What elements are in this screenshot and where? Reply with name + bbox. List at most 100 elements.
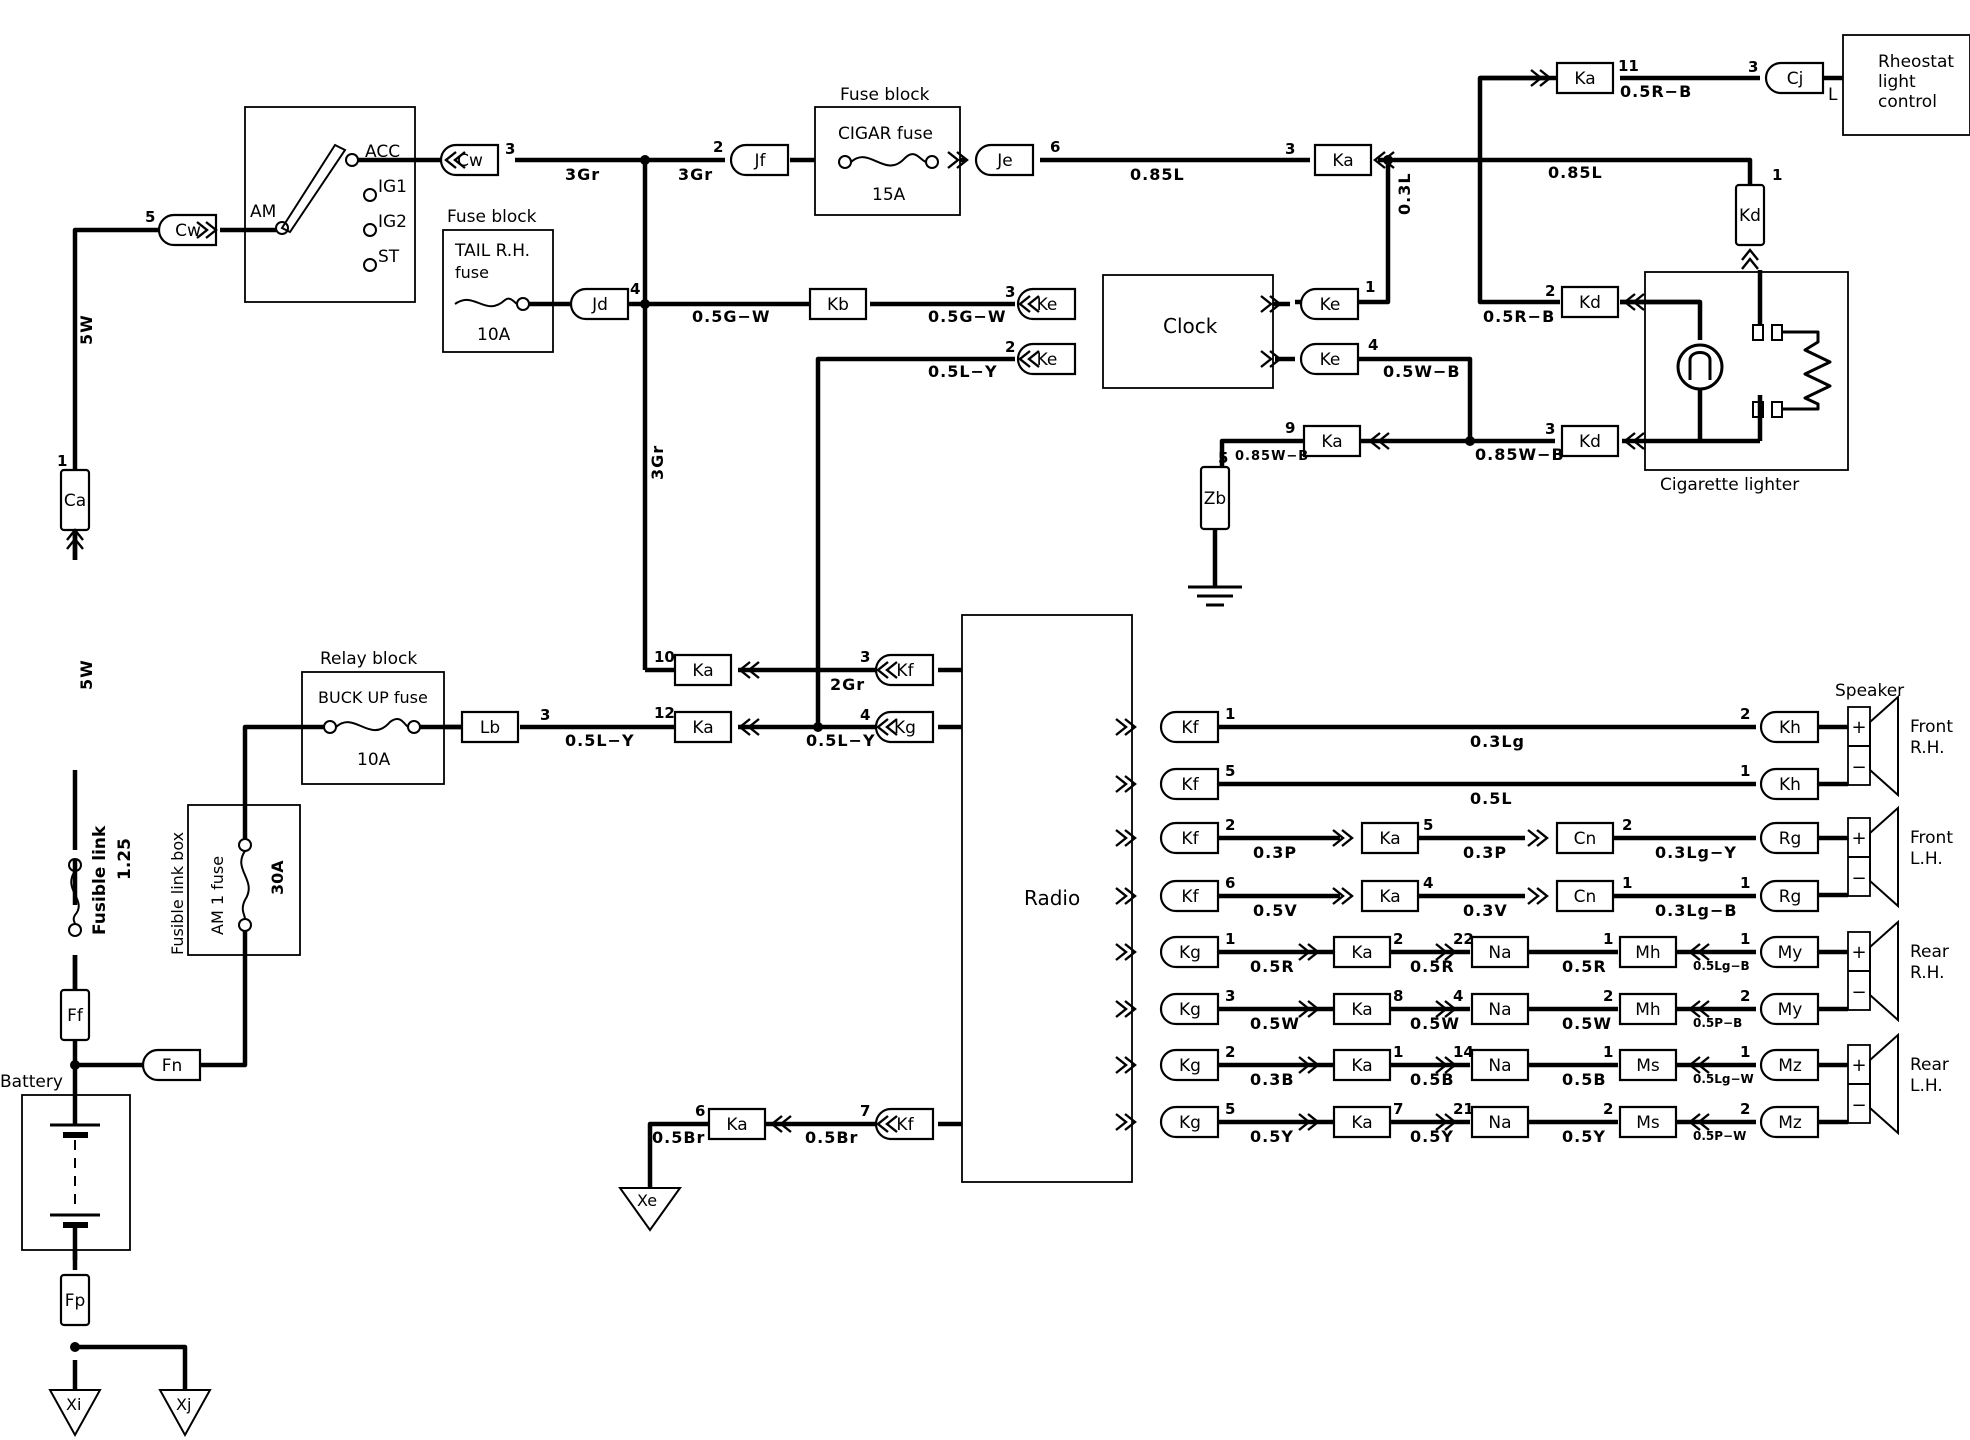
chevron-icon	[1688, 1056, 1710, 1074]
pins-out-5-e: 2	[1603, 987, 1613, 1005]
cigar-fuse-block: Fuse block CIGAR fuse 15A	[814, 85, 961, 216]
wires-w_05ly_3: 0.5L−Y	[806, 731, 876, 750]
wires-w_5w_mid: 5W	[77, 659, 96, 690]
pins-out-3-a: 6	[1225, 874, 1235, 892]
minus-sign: −	[1851, 1095, 1866, 1116]
chevron-icon	[1115, 887, 1137, 905]
chevron-icon	[770, 1115, 792, 1133]
connectors.kf7-label: Kf	[896, 1115, 914, 1135]
pins-out-7-g: 2	[1740, 1100, 1750, 1118]
wires-out-3-b: 0.3V	[1463, 901, 1508, 920]
wires-w_2gr: 2Gr	[830, 675, 865, 694]
connectors.kd2-connector: Kd	[1560, 285, 1620, 319]
pins-out-5-c: 4	[1453, 987, 1463, 1005]
speakers: +−FrontR.H.+−FrontL.H.+−RearR.H.+−RearL.…	[1818, 694, 1953, 1136]
wires-out-4-b: 0.5R	[1410, 957, 1455, 976]
connectors.cj-label: Cj	[1787, 69, 1804, 89]
wires-out-5-c: 0.5W	[1562, 1014, 1612, 1033]
out-7-e-label: Mz	[1778, 1113, 1802, 1133]
pins-p_zb: 5	[1218, 449, 1228, 467]
fp-connector: Fp	[59, 1273, 91, 1327]
chevron-icon	[1435, 1056, 1457, 1074]
chevron-icon	[1332, 887, 1354, 905]
wires-out-4-c: 0.5R	[1562, 957, 1607, 976]
pins-out-6-b: 1	[1393, 1043, 1403, 1061]
connectors.kf3-label: Kf	[896, 661, 914, 681]
chevron-icon	[876, 718, 898, 736]
connectors.je-label: Je	[996, 151, 1012, 171]
cigar-fuse-label: CIGAR fuse	[838, 124, 933, 144]
pins-out-4-g: 1	[1740, 930, 1750, 948]
pins-out-4-e: 1	[1603, 930, 1613, 948]
connectors.ka_zb-connector: Ka	[1302, 424, 1362, 458]
pins-out-2-d: 2	[1622, 816, 1632, 834]
chevron-icon	[1368, 432, 1390, 450]
wires-w_3gr_2: 3Gr	[678, 165, 713, 184]
out-6-b: Ka	[1332, 1048, 1392, 1082]
buckup-fuse-amp: 10A	[357, 750, 391, 770]
chevron-icon	[738, 718, 760, 736]
out-6-a: Kg	[1159, 1048, 1220, 1082]
wires-out-2-c: 0.3Lg−Y	[1655, 843, 1737, 862]
pins-out-0-a: 1	[1225, 705, 1235, 723]
out-4-d-label: Mh	[1635, 943, 1660, 963]
chevron-icon	[1115, 829, 1137, 847]
speaker-side-label: L.H.	[1910, 1076, 1943, 1096]
pins-p_kd3: 3	[1545, 420, 1555, 438]
ca-label: Ca	[64, 491, 86, 511]
connectors.ka_rheo-label: Ka	[1574, 69, 1595, 89]
out-4-b-label: Ka	[1351, 943, 1372, 963]
out-5-e-label: My	[1778, 1000, 1803, 1020]
pins-out-6-a: 2	[1225, 1043, 1235, 1061]
pins-p_kf3: 3	[860, 648, 870, 666]
am1-fuse-label: AM 1 fuse	[208, 856, 227, 935]
wires-w_085wb_2: 0.85W−B	[1475, 445, 1565, 464]
connectors.ka10-connector: Ka	[673, 653, 733, 687]
pins-p_ka6: 6	[695, 1102, 705, 1120]
fuse-block-label-2: Fuse block	[447, 207, 537, 227]
tail-fuse-amp: 10A	[477, 325, 511, 345]
connectors-xi: Xi	[66, 1395, 81, 1414]
wires-out-6-b: 0.5B	[1410, 1070, 1455, 1089]
connectors.kg4-label: Kg	[894, 718, 916, 738]
chevron-icon	[66, 528, 84, 550]
wires-w_085wb_1: 0.85W−B	[1235, 449, 1309, 464]
wires-w_03l: 0.3L	[1395, 172, 1414, 215]
chevron-icon	[1298, 943, 1320, 961]
connectors.ka12-connector: Ka	[673, 710, 733, 744]
out-5-b: Ka	[1332, 992, 1392, 1026]
fusible-link-label: Fusible link	[90, 825, 110, 935]
connectors.ka6-label: Ka	[726, 1115, 747, 1135]
chevron-icon	[738, 661, 760, 679]
out-7-e: Mz	[1759, 1105, 1820, 1139]
connectors.ke4-label: Ke	[1320, 350, 1341, 370]
out-6-a-label: Kg	[1179, 1056, 1201, 1076]
out-4-c-label: Na	[1488, 943, 1511, 963]
pins-p_ka_top: 3	[1285, 140, 1295, 158]
pins-p_ka_rheo: 11	[1618, 57, 1639, 75]
radio: Radio	[961, 614, 1133, 1183]
chevron-icon	[1688, 943, 1710, 961]
wires-out-0-a: 0.3Lg	[1470, 732, 1525, 751]
ff-label: Ff	[67, 1006, 84, 1026]
chevron-icon	[1115, 1113, 1137, 1131]
speaker-side-label: L.H.	[1910, 849, 1943, 869]
out-4-c: Na	[1470, 935, 1530, 969]
chevron-icon	[1435, 1000, 1457, 1018]
pins-p_ca: 1	[57, 452, 67, 470]
chevron-icon	[1527, 829, 1549, 847]
speaker-side-label: R.H.	[1910, 963, 1945, 983]
wires-w_05rb: 0.5R−B	[1620, 82, 1692, 101]
pins-out-7-e: 2	[1603, 1100, 1613, 1118]
plus-sign: +	[1851, 828, 1866, 849]
chevron-icon	[1115, 943, 1137, 961]
pins-p_ke1: 1	[1365, 278, 1375, 296]
ignition-ig2-label: IG2	[378, 212, 407, 232]
fp-label: Fp	[65, 1291, 86, 1311]
out-2-c: Cn	[1555, 821, 1615, 855]
